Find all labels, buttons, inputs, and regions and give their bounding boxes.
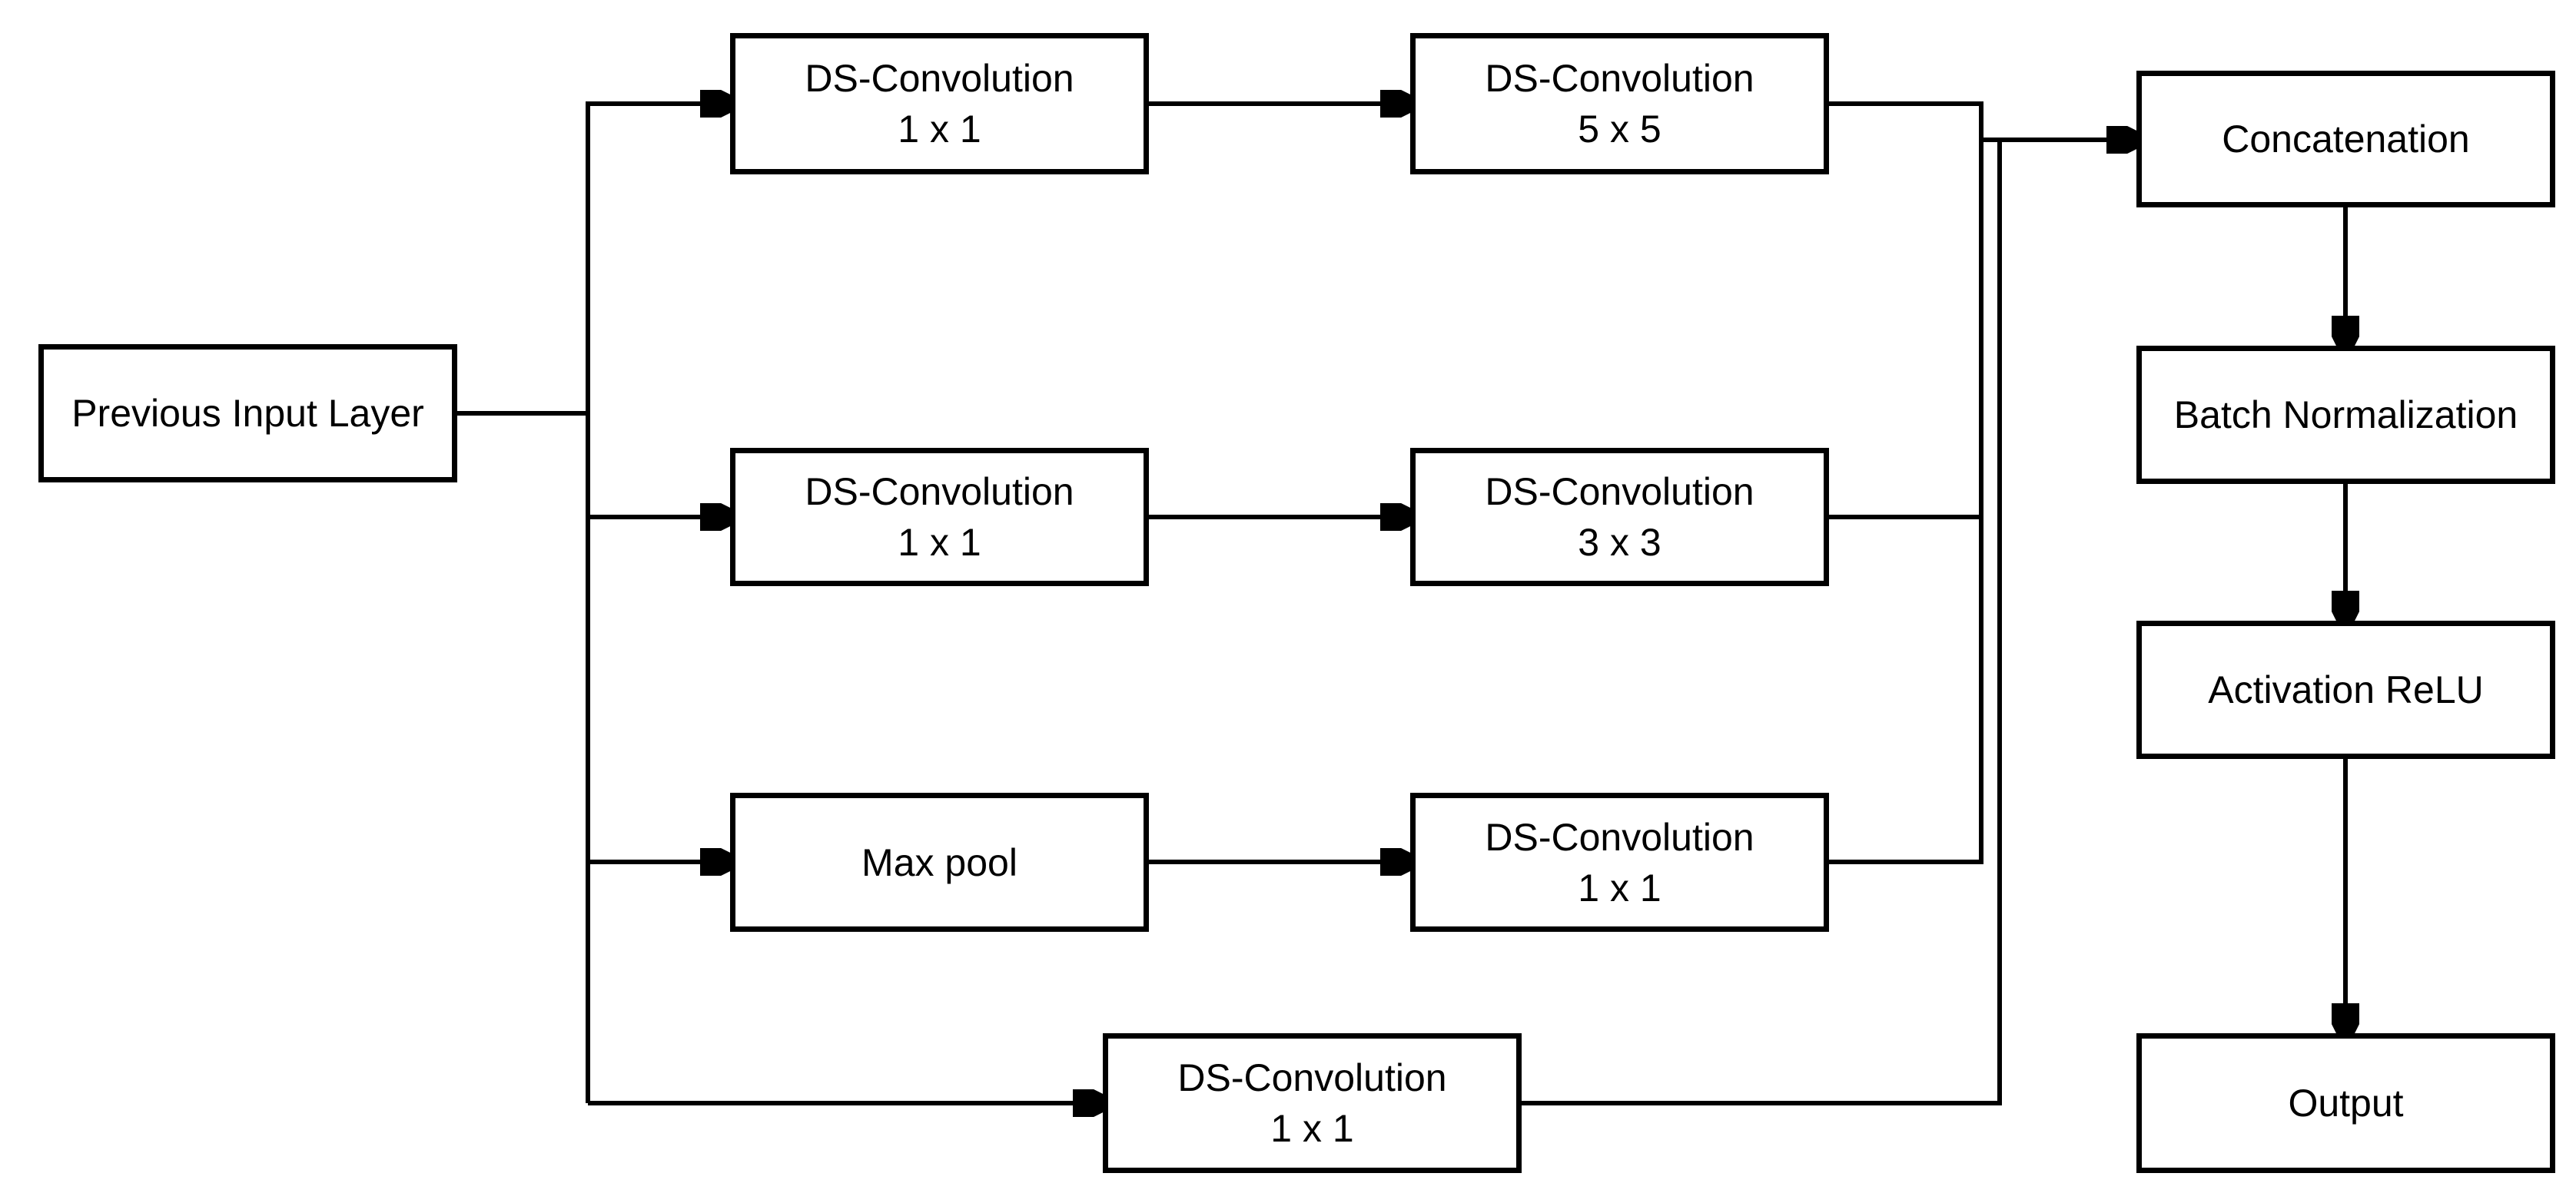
node-batch-normalization: Batch Normalization: [2136, 346, 2555, 484]
node-branch3-max-pool: Max pool: [730, 793, 1149, 932]
node-sublabel: 1 x 1: [1270, 1107, 1354, 1150]
node-branch1-ds-convolution-5x5: DS-Convolution 5 x 5: [1410, 33, 1829, 174]
node-label: Output: [2288, 1082, 2404, 1125]
node-branch4-ds-convolution-1x1: DS-Convolution 1 x 1: [1103, 1033, 1522, 1173]
node-label: DS-Convolution: [1485, 470, 1754, 513]
node-label: Concatenation: [2222, 118, 2470, 161]
edge-collector-branches-1-3: [1829, 101, 1983, 864]
edge-branch4-to-collector: [1522, 140, 2002, 1105]
node-label: DS-Convolution: [1485, 815, 1754, 859]
node-sublabel: 5 x 5: [1578, 108, 1661, 151]
node-previous-input-layer: Previous Input Layer: [38, 344, 457, 482]
node-sublabel: 1 x 1: [898, 108, 981, 151]
node-label: DS-Convolution: [805, 57, 1074, 100]
node-label: Previous Input Layer: [71, 392, 424, 435]
node-label: DS-Convolution: [805, 470, 1074, 513]
node-label: Activation ReLU: [2208, 668, 2484, 711]
node-activation-relu: Activation ReLU: [2136, 621, 2555, 759]
node-branch2-ds-convolution-3x3: DS-Convolution 3 x 3: [1410, 448, 1829, 586]
node-sublabel: 1 x 1: [898, 521, 981, 564]
node-branch3-ds-convolution-1x1: DS-Convolution 1 x 1: [1410, 793, 1829, 932]
node-label: Batch Normalization: [2173, 393, 2518, 436]
node-concatenation: Concatenation: [2136, 71, 2555, 207]
node-branch1-ds-convolution-1x1: DS-Convolution 1 x 1: [730, 33, 1149, 174]
node-label: Max pool: [861, 840, 1017, 884]
node-label: DS-Convolution: [1177, 1056, 1447, 1099]
node-output: Output: [2136, 1033, 2555, 1173]
node-sublabel: 1 x 1: [1578, 866, 1661, 910]
node-label: DS-Convolution: [1485, 57, 1754, 100]
node-sublabel: 3 x 3: [1578, 521, 1661, 564]
node-branch2-ds-convolution-1x1: DS-Convolution 1 x 1: [730, 448, 1149, 586]
edge-trunk-to-branch1: [586, 104, 730, 1103]
